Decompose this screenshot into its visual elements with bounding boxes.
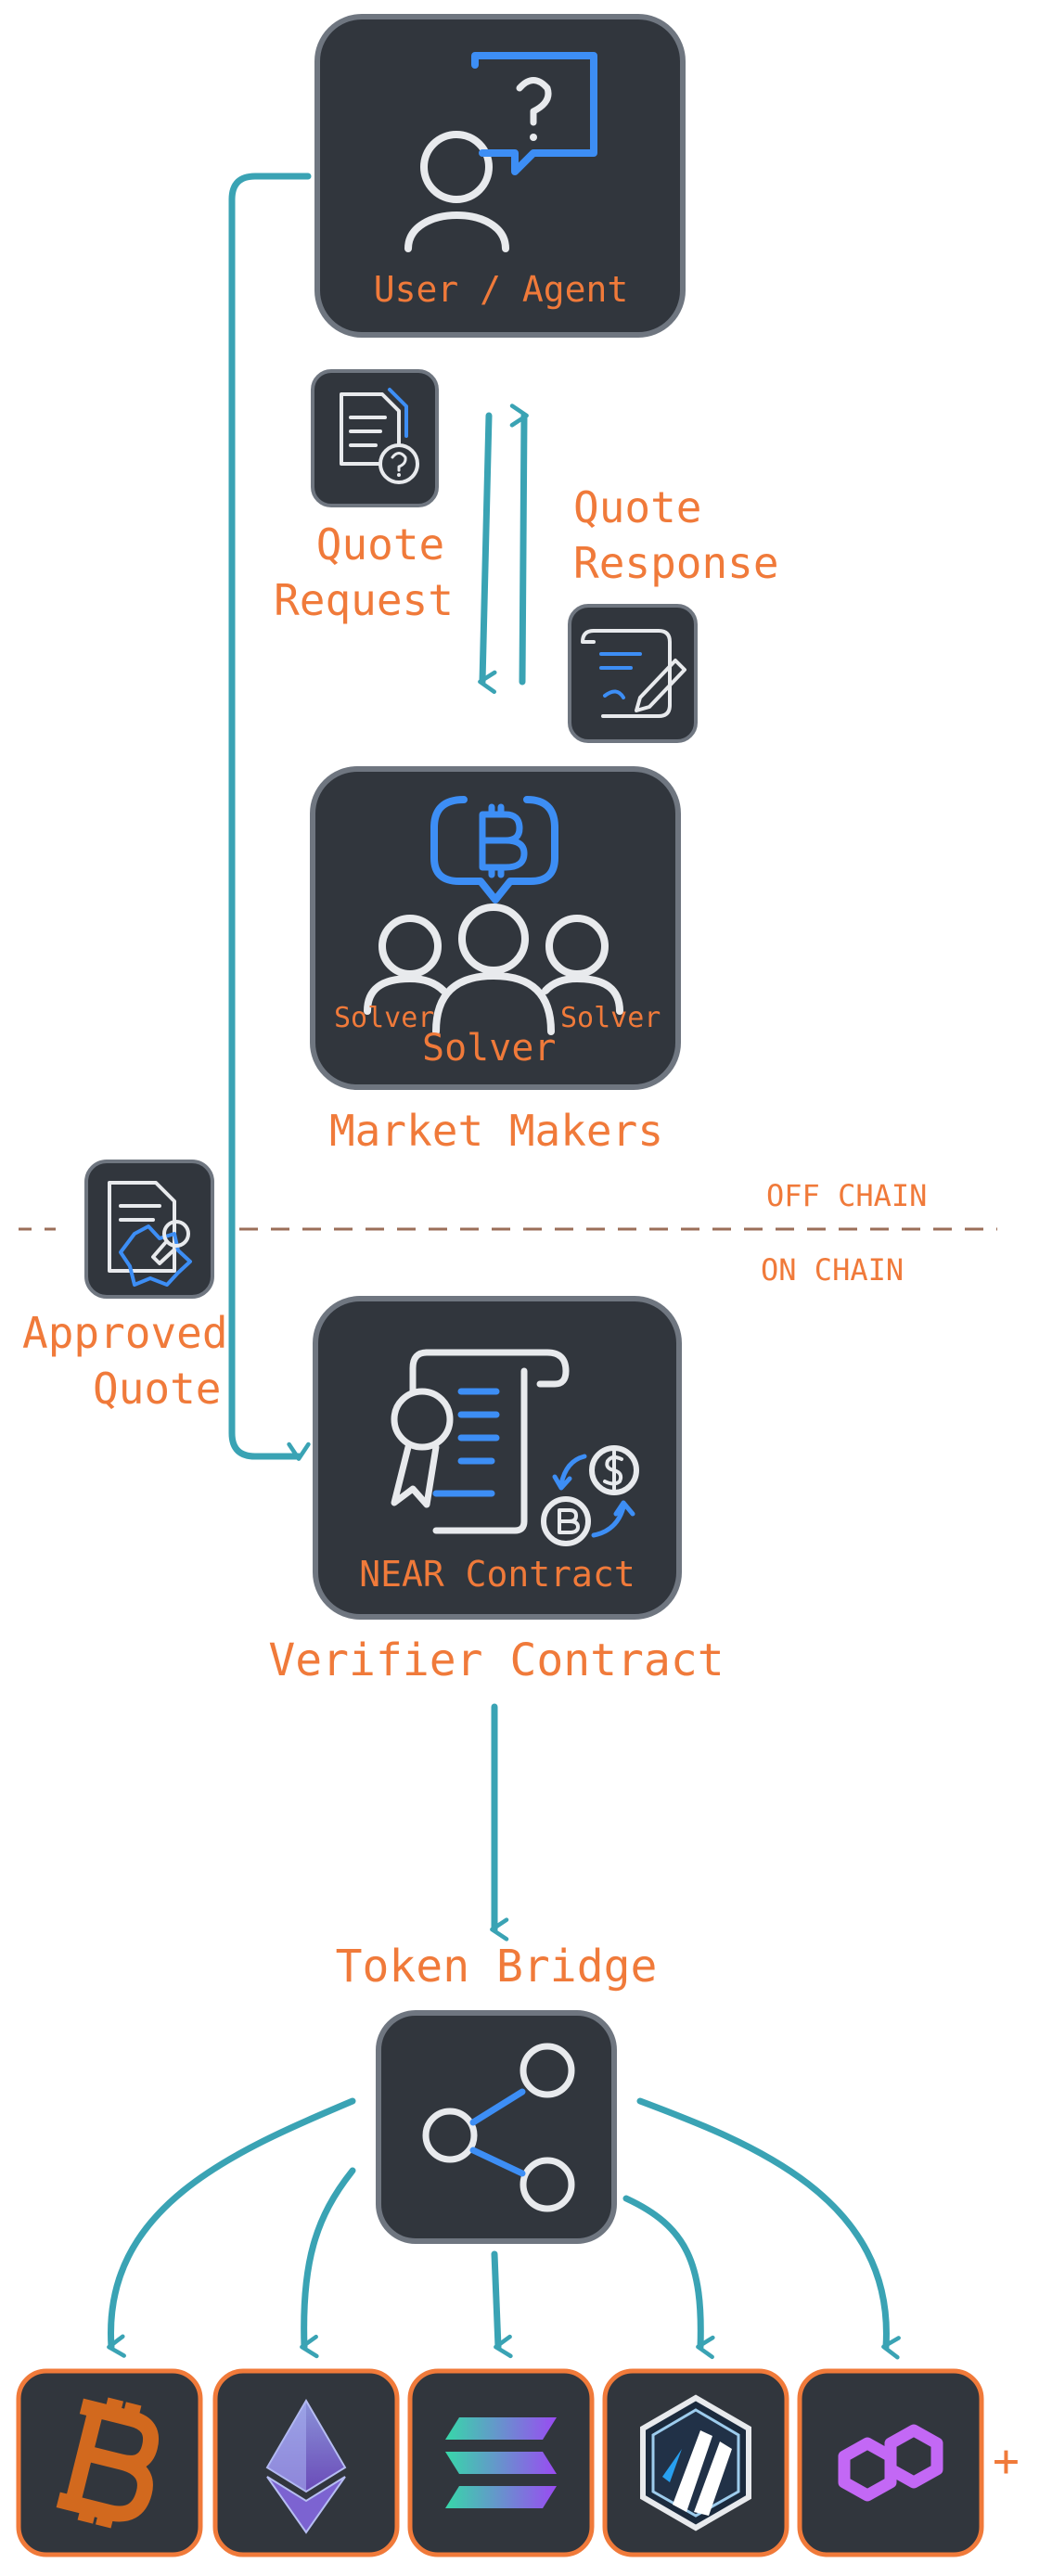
more-chains-plus: + — [993, 2435, 1020, 2487]
approved-quote-label-line2: Quote — [93, 1364, 222, 1414]
chain-polygon — [797, 2368, 984, 2557]
token-bridge-label: Token Bridge — [335, 1941, 658, 1993]
arrow-quote-response — [509, 404, 529, 686]
token-bridge-node — [376, 2010, 617, 2244]
quote-response-label-line2: Response — [573, 538, 779, 588]
off-chain-label: OFF CHAIN — [766, 1178, 928, 1213]
share-nodes-icon — [422, 2043, 575, 2212]
scroll-pen-icon — [581, 629, 686, 718]
quote-response-label-line1: Quote — [573, 482, 702, 532]
quote-request-icon-box — [311, 369, 439, 507]
arrow-bridge-bitcoin — [107, 2097, 356, 2358]
solver-center-label: Solver — [422, 1027, 557, 1070]
ethereum-icon — [265, 2399, 347, 2534]
solver-group-bitcoin-icon — [364, 796, 623, 1035]
chain-arbitrum — [602, 2368, 789, 2557]
stamped-document-icon — [108, 1181, 192, 1287]
verifier-node — [313, 1296, 682, 1620]
on-chain-label: ON CHAIN — [761, 1252, 904, 1288]
chain-solana — [407, 2368, 595, 2557]
user-agent-label: User / Agent — [373, 269, 629, 310]
approved-quote-label-line1: Approved — [22, 1308, 228, 1358]
near-contract-label: NEAR Contract — [359, 1554, 635, 1595]
solana-icon — [445, 2417, 557, 2508]
solver-node — [310, 766, 681, 1090]
market-makers-label: Market Makers — [328, 1106, 664, 1156]
verifier-contract-label: Verifier Contract — [268, 1634, 725, 1686]
approved-quote-icon-box — [84, 1160, 214, 1299]
quote-request-label-line2: Request — [274, 575, 454, 625]
solver-left-label: Solver — [334, 1002, 435, 1034]
arrows — [107, 173, 901, 2360]
document-question-icon — [340, 388, 419, 484]
arrow-quote-request — [478, 412, 497, 694]
arbitrum-icon — [640, 2394, 751, 2531]
arrow-bridge-polygon — [636, 2097, 901, 2360]
quote-response-icon-box — [568, 604, 698, 743]
arrow-user-to-verifier — [228, 173, 312, 1461]
user-agent-node — [314, 14, 686, 338]
polygon-icon — [838, 2424, 943, 2502]
contract-swap-icon — [391, 1349, 639, 1546]
arrow-bridge-solana — [491, 2250, 513, 2359]
arrow-bridge-ethereum — [300, 2167, 356, 2359]
bitcoin-icon — [56, 2397, 159, 2529]
user-question-icon — [404, 52, 597, 252]
arrow-bridge-arbitrum — [622, 2195, 715, 2360]
solver-right-label: Solver — [560, 1002, 661, 1034]
quote-request-label-line1: Quote — [315, 519, 445, 570]
chain-bitcoin — [16, 2368, 203, 2557]
chain-ethereum — [212, 2368, 400, 2557]
